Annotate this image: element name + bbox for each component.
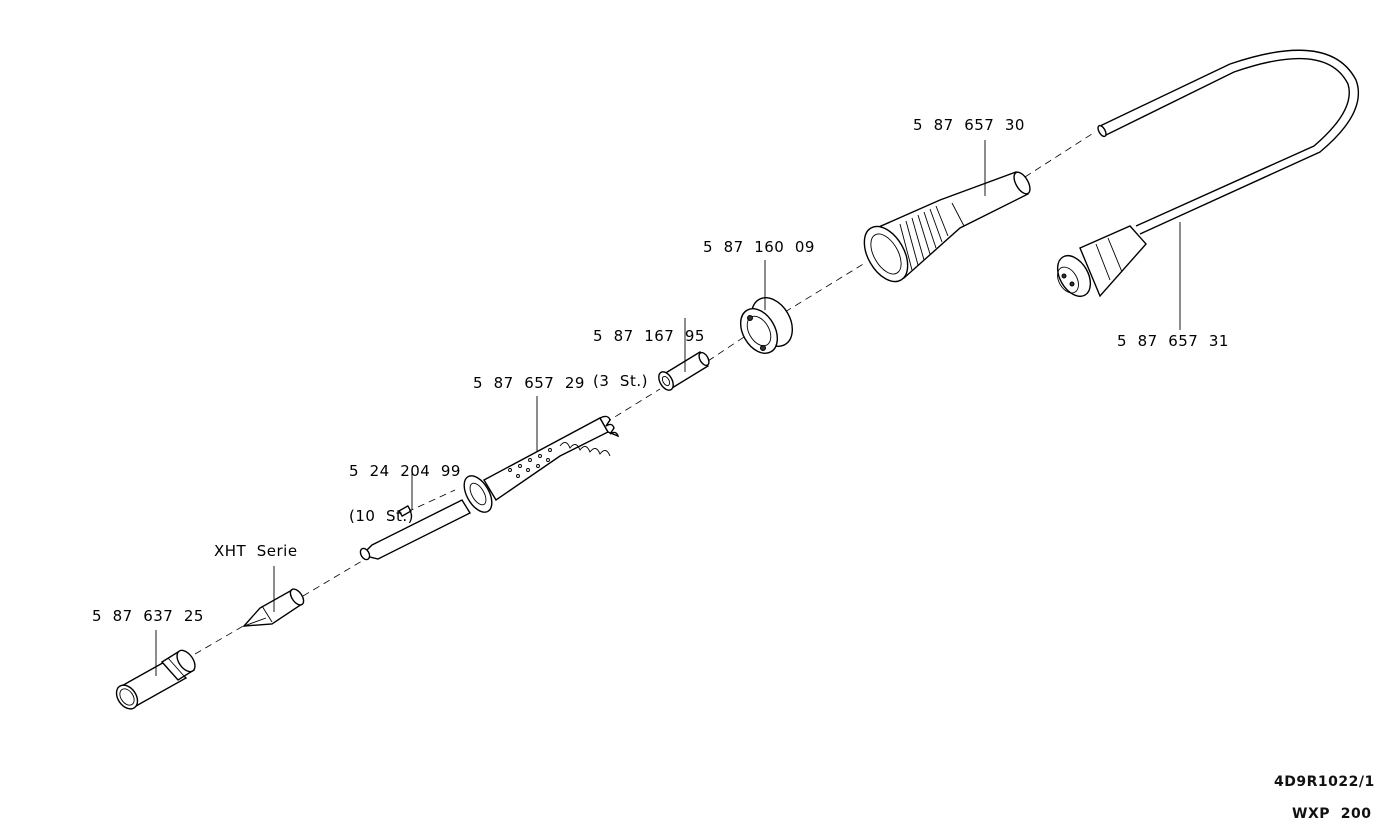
part-qty-screw: (10 St.) [349,507,414,525]
tip-holder-part [115,649,196,710]
part-label-sleeve: 5 87 167 95 (3 St.) [593,299,705,404]
heating-element-part [359,415,620,561]
part-label-tip: XHT Serie [214,542,298,560]
part-label-nut-ring: 5 87 160 09 [703,238,815,256]
nut-ring-part [739,297,793,354]
part-label-cable-sleeve: 5 87 657 30 [913,116,1025,134]
part-label-screw: 5 24 204 99 (10 St.) [349,434,461,539]
part-qty-sleeve: (3 St.) [593,372,648,390]
model-name: WXP 200 [1292,806,1372,822]
drawing-number: 4D9R1022/1 [1274,774,1375,790]
cable-plug-part [1056,49,1360,298]
leader-lines [155,140,1181,676]
assembly-axis [194,131,1096,655]
handle-sleeve-part [863,171,1031,283]
part-label-cable-plug: 5 87 657 31 [1117,332,1229,350]
sleeve-part [658,351,710,391]
part-label-heating-element: 5 87 657 29 [473,374,585,392]
part-number-screw: 5 24 204 99 [349,462,461,480]
part-number-sleeve: 5 87 167 95 [593,327,705,345]
part-label-tip-holder: 5 87 637 25 [92,607,204,625]
tip-part [242,588,305,627]
